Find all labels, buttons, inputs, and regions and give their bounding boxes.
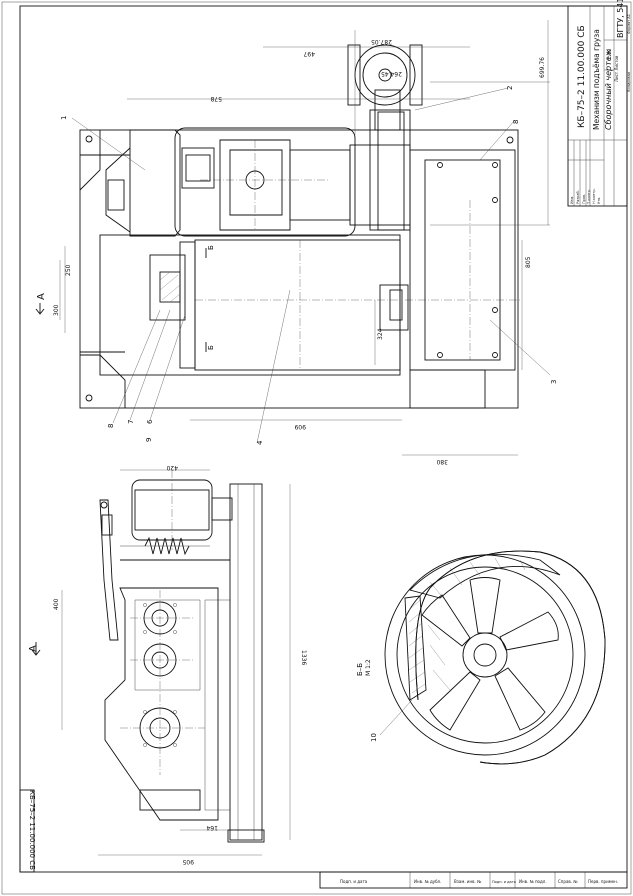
strip-label-0: Подп. и дата	[340, 879, 368, 884]
title-role-4: Н.контр.	[592, 188, 596, 204]
title-role-2: Пров.	[582, 194, 586, 204]
section-mark-b1: Б	[207, 245, 215, 250]
strip-label-5: Справ. №	[558, 879, 577, 884]
callout-2: 2	[506, 86, 514, 90]
callout-4: 4	[256, 440, 264, 445]
dim-497: 497	[303, 50, 315, 57]
dim-164: 164	[206, 824, 218, 831]
bottom-strip: Подп. и дата Инв. № дубл. Взам. инв. № П…	[319, 871, 628, 889]
dim-905: 905	[182, 858, 194, 865]
title-designation: КБ–75–2 11.00.000 СБ	[577, 25, 587, 128]
dim-699: 699.76	[539, 57, 546, 78]
callout-10: 10	[370, 733, 378, 742]
title-name-line2: Сборочный чертеж	[604, 48, 613, 130]
dim-400: 400	[53, 598, 60, 610]
dim-300: 300	[53, 304, 60, 316]
strip-label-1: Инв. № дубл.	[414, 879, 441, 884]
callout-3: 3	[550, 380, 558, 384]
title-scale: 1:10	[607, 49, 613, 60]
dim-287: 287.05	[371, 38, 392, 45]
dim-578: 578	[210, 95, 222, 102]
strip-label-2: Взам. инв. №	[454, 879, 481, 884]
title-org: ВГТУ, 541	[616, 0, 625, 38]
dim-1336: 1336	[300, 650, 307, 665]
title-sheet-info: Лист Листов	[614, 55, 619, 82]
dim-380: 380	[436, 458, 448, 465]
section-mark-b2: Б	[207, 345, 215, 350]
callout-leaders	[71, 87, 551, 444]
plan-view	[59, 20, 550, 456]
view-label-a-side: А	[28, 645, 39, 652]
title-role-3: Т.контр.	[587, 189, 591, 205]
callout-6: 6	[146, 419, 154, 424]
dim-805: 805	[525, 256, 532, 268]
view-arrow-a-side	[31, 642, 41, 656]
view-arrow-a-top	[35, 303, 45, 315]
dim-420: 420	[166, 464, 178, 471]
dim-250: 250	[65, 264, 72, 276]
strip-label-4: Инв. № подл.	[519, 879, 547, 884]
corner-stamp-text: КБ–75–2 11.00.000 СБ	[28, 790, 36, 870]
title-name-line1: Механизм подъёма груза	[592, 29, 601, 130]
section-view	[379, 550, 606, 765]
title-role-1: Разраб.	[576, 190, 580, 204]
callout-9: 9	[145, 438, 153, 442]
callout-1: 1	[60, 116, 68, 120]
title-role-5: Утв.	[597, 197, 601, 204]
dim-909: 909	[294, 423, 306, 430]
title-copied: Копировал	[627, 72, 631, 92]
strip-label-6: Перв. примен.	[588, 879, 618, 884]
callout-7: 7	[127, 420, 135, 424]
section-title: Б–Б	[356, 663, 364, 676]
title-block: КБ–75–2 11.00.000 СБ Механизм подъёма гр…	[567, 0, 631, 207]
title-role-0: Изм.	[570, 196, 574, 204]
inner-frame	[19, 5, 628, 873]
strip-label-3: Подп. и дата	[492, 880, 516, 884]
callout-8a: 8	[107, 424, 115, 428]
callout-8b: 8	[512, 120, 520, 124]
title-format: Формат А1	[627, 14, 631, 34]
dim-264: 264.45	[381, 70, 402, 77]
side-view	[61, 469, 291, 856]
corner-stamp: КБ–75–2 11.00.000 СБ	[19, 789, 36, 873]
section-scale: М 1:2	[365, 659, 372, 676]
view-label-a-top: А	[36, 293, 47, 300]
dim-324: 324	[377, 328, 384, 340]
